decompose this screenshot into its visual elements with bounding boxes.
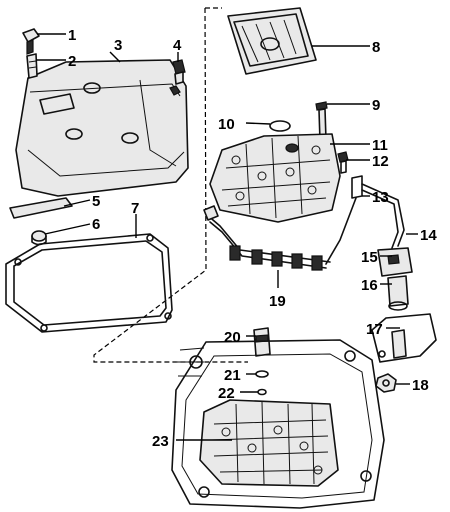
callout-15: 15 <box>361 249 378 266</box>
callout-19: 19 <box>269 293 286 310</box>
part-18-nut <box>375 373 397 393</box>
callout-1: 1 <box>68 27 76 44</box>
part-4-bolt <box>172 59 186 85</box>
part-10-o-ring <box>269 120 291 132</box>
part-16-sensor <box>387 275 409 311</box>
callout-3: 3 <box>114 37 122 54</box>
part-7-gasket <box>5 233 173 333</box>
callout-4: 4 <box>173 37 182 54</box>
callout-22: 22 <box>218 385 235 402</box>
part-17-bracket <box>371 313 437 363</box>
part-1-bolt <box>22 28 40 55</box>
callout-6: 6 <box>92 216 100 233</box>
callout-2: 2 <box>68 53 76 70</box>
callout-11: 11 <box>372 137 388 154</box>
callout-13: 13 <box>372 189 389 206</box>
dashed-group-outline <box>93 7 248 363</box>
leader-lines <box>36 33 418 441</box>
callout-10: 10 <box>218 116 235 133</box>
callout-17: 17 <box>366 321 383 338</box>
callout-9: 9 <box>372 97 380 114</box>
part-22-washer <box>257 388 267 396</box>
callout-7: 7 <box>131 200 139 217</box>
callout-16: 16 <box>361 277 378 294</box>
callout-21: 21 <box>224 367 241 384</box>
callout-23: 23 <box>152 433 169 450</box>
callout-12: 12 <box>372 153 389 170</box>
callout-5: 5 <box>92 193 100 210</box>
part-11-valve-body <box>209 133 341 223</box>
part-6-plug <box>31 230 47 246</box>
part-20-sensor-plug <box>253 327 271 357</box>
callout-20: 20 <box>224 329 241 346</box>
callout-14: 14 <box>420 227 437 244</box>
part-15-connector <box>377 247 413 277</box>
part-5-plate <box>9 197 73 219</box>
part-3-cover <box>15 59 189 197</box>
part-23-transmission-housing <box>171 339 385 509</box>
part-14-wire-harness <box>361 183 405 249</box>
part-19-solenoid-harness <box>203 205 331 271</box>
callout-8: 8 <box>372 39 380 56</box>
callout-labels: 1 2 3 4 5 6 7 8 9 10 11 12 13 14 15 16 1… <box>68 27 437 450</box>
part-21-o-ring <box>255 370 269 378</box>
part-2-bolt <box>26 53 38 79</box>
part-8-filter <box>227 7 317 75</box>
callout-18: 18 <box>412 377 429 394</box>
